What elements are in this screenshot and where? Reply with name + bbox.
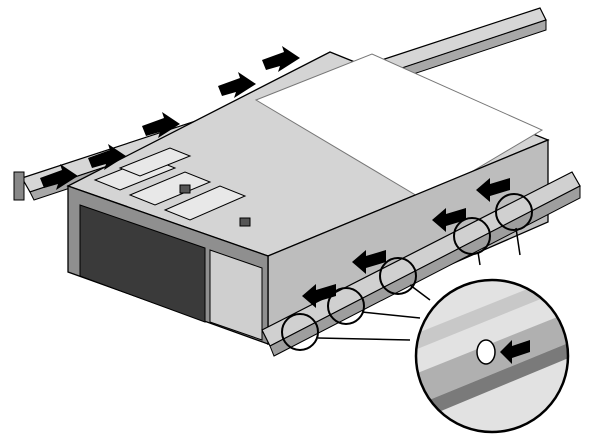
callout-lines	[317, 227, 521, 341]
callout-circle-icon	[495, 193, 533, 231]
arrow-icon	[432, 208, 466, 232]
callout-circle-icon	[281, 313, 319, 351]
drive-bays	[209, 249, 263, 341]
insertion-arrows	[40, 46, 510, 308]
callout-circle-icon	[327, 287, 365, 325]
arrow-icon	[302, 284, 336, 308]
arrow-icon	[218, 72, 256, 98]
fan-modules	[93, 147, 247, 221]
arrow-icon	[142, 112, 180, 138]
callout-circles	[281, 193, 533, 351]
arrow-icon	[40, 164, 78, 190]
chassis-top-panel	[254, 53, 544, 201]
arrow-icon	[262, 46, 300, 72]
near-slide-rail	[261, 171, 581, 357]
magnified-detail-icon	[414, 278, 570, 434]
callout-circle-icon	[453, 217, 491, 255]
callout-circle-icon	[379, 257, 417, 295]
arrow-icon	[352, 250, 386, 274]
arrow-icon	[476, 178, 510, 202]
arrow-icon	[88, 144, 126, 170]
front-grille	[79, 204, 206, 323]
